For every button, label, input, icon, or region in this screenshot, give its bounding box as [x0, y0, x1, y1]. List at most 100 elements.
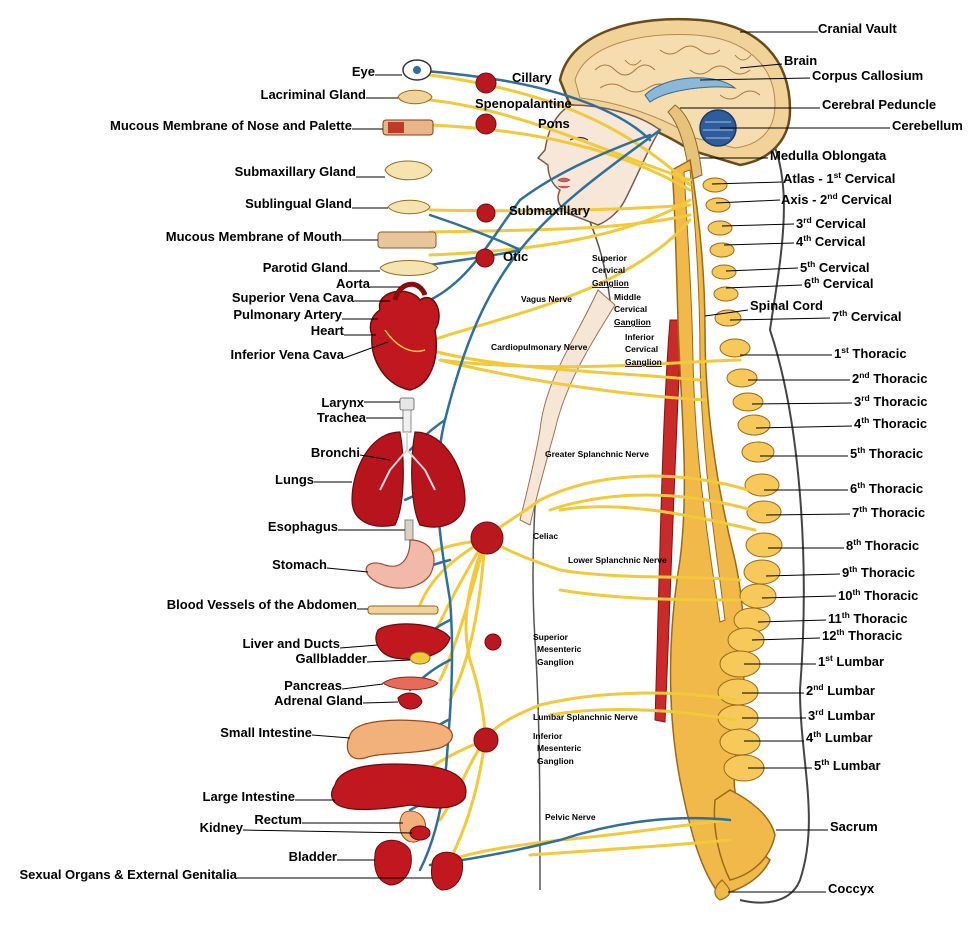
label-l1: 1st Lumbar	[818, 653, 884, 669]
label-sacrum: Sacrum	[830, 819, 878, 834]
label-small-intestine: Small Intestine	[220, 725, 312, 740]
label-t9: 9th Thoracic	[842, 564, 915, 580]
sphenopalatine-ganglion	[475, 113, 497, 135]
sublingual-gland-organ	[387, 199, 431, 215]
label-cranial-vault: Cranial Vault	[818, 21, 897, 36]
pancreas-organ	[382, 676, 439, 691]
label-adrenal-gland: Adrenal Gland	[274, 693, 363, 708]
label-t5: 5th Thoracic	[850, 445, 923, 461]
label-superior-mesenteric-2: Mesenteric	[537, 644, 582, 654]
trachea-organ	[402, 409, 412, 433]
label-inferior-mesenteric-1: Inferior	[533, 731, 563, 741]
esophagus-organ	[404, 519, 414, 541]
label-l3: 3rd Lumbar	[808, 707, 875, 723]
label-kidney: Kidney	[200, 820, 244, 835]
label-t8: 8th Thoracic	[846, 537, 919, 553]
label-middle-cervical-3: Ganglion	[614, 317, 651, 327]
vertebrae	[702, 177, 783, 782]
larynx-organ	[399, 397, 415, 411]
label-corpus-callosium: Corpus Callosium	[812, 68, 923, 83]
label-t4: 4th Thoracic	[854, 415, 927, 431]
mouth-mucosa-organ	[377, 231, 437, 249]
label-cerebral-peduncle: Cerebral Peduncle	[822, 97, 936, 112]
label-inferior-cervical-2: Cervical	[625, 344, 658, 354]
label-inferior-mesenteric-2: Mesenteric	[537, 743, 582, 753]
label-sphenopalatine: Spenopalantine	[475, 96, 572, 111]
label-pulmonary-artery: Pulmonary Artery	[233, 307, 342, 322]
label-trachea: Trachea	[317, 410, 367, 425]
inferior-mesenteric-ganglion	[473, 727, 499, 753]
label-sexual-organs: Sexual Organs & External Genitalia	[20, 867, 238, 882]
small-intestine-organ	[346, 719, 453, 760]
lacrimal-gland-organ	[397, 89, 433, 105]
label-axis-c2: Axis - 2nd Cervical	[781, 191, 892, 207]
label-l2: 2nd Lumbar	[806, 682, 875, 698]
label-heart: Heart	[311, 323, 345, 338]
leader-lines	[237, 31, 890, 893]
label-submaxillary-ganglion: Submaxillary	[509, 203, 591, 218]
ganglia	[470, 72, 504, 753]
label-esophagus: Esophagus	[268, 519, 338, 534]
label-inferior-vena-cava: Inferior Vena Cava	[231, 347, 345, 362]
submaxillary-gland-organ	[384, 160, 433, 181]
abdominal-vessels-organ	[367, 605, 439, 615]
label-aorta: Aorta	[336, 276, 371, 291]
label-pancreas: Pancreas	[284, 678, 342, 693]
cerebellum-texture	[703, 121, 733, 139]
label-middle-cervical-1: Middle	[614, 292, 641, 302]
label-superior-cervical-2: Cervical	[592, 265, 625, 275]
label-t10: 10th Thoracic	[838, 587, 918, 603]
label-lumbar-splanchnic-nerve: Lumbar Splanchnic Nerve	[533, 712, 638, 722]
label-t1: 1st Thoracic	[834, 345, 907, 361]
kidney-organ	[409, 825, 431, 841]
label-superior-mesenteric-1: Superior	[533, 632, 569, 642]
aorta-strip	[654, 319, 683, 723]
label-stomach: Stomach	[272, 557, 327, 572]
bronchi-organ	[379, 432, 436, 491]
middle-labels: Cillary Spenopalantine Pons Submaxillary…	[475, 70, 667, 822]
label-otic: Otic	[503, 249, 528, 264]
brain-folds	[594, 45, 761, 100]
label-atlas-c1: Atlas - 1st Cervical	[783, 170, 895, 186]
liver-organ	[375, 623, 451, 660]
label-brain: Brain	[784, 53, 817, 68]
label-parotid-gland: Parotid Gland	[263, 260, 348, 275]
label-liver-ducts: Liver and Ducts	[242, 636, 340, 651]
otic-ganglion	[475, 248, 495, 268]
label-lower-splanchnic-nerve: Lower Splanchnic Nerve	[568, 555, 667, 565]
label-pons: Pons	[538, 116, 570, 131]
label-greater-splanchnic-nerve: Greater Splanchnic Nerve	[545, 449, 649, 459]
sacrum	[713, 789, 776, 881]
bladder-organ	[374, 840, 412, 886]
label-l5: 5th Lumbar	[814, 757, 881, 773]
corpus-callosum	[644, 77, 737, 103]
submaxillary-ganglion	[476, 203, 496, 223]
label-t6: 6th Thoracic	[850, 480, 923, 496]
label-bladder: Bladder	[289, 849, 337, 864]
label-c6: 6th Cervical	[804, 275, 873, 291]
label-ciliary: Cillary	[512, 70, 553, 85]
label-coccyx: Coccyx	[828, 881, 875, 896]
label-superior-cervical-3: Ganglion	[592, 278, 629, 288]
label-t12: 12th Thoracic	[822, 627, 902, 643]
label-c7: 7th Cervical	[832, 308, 901, 324]
label-submaxillary-gland: Submaxillary Gland	[235, 164, 356, 179]
label-sublingual-gland: Sublingual Gland	[245, 196, 352, 211]
superior-mesenteric-ganglion	[484, 633, 502, 651]
throat-tube	[519, 289, 616, 526]
spinal-cord	[683, 169, 726, 623]
label-t3: 3rd Thoracic	[854, 393, 928, 409]
right-labels: Cranial Vault Brain Corpus Callosium Cer…	[750, 21, 963, 896]
label-celiac: Celiac	[533, 531, 558, 541]
label-gallbladder: Gallbladder	[295, 651, 367, 666]
label-l4: 4th Lumbar	[806, 729, 873, 745]
genitalia-organ	[431, 851, 464, 891]
label-t11: 11th Thoracic	[828, 610, 908, 626]
label-inferior-mesenteric-3: Ganglion	[537, 756, 574, 766]
label-superior-mesenteric-3: Ganglion	[537, 657, 574, 667]
left-labels: Eye Lacriminal Gland Mucous Membrane of …	[20, 64, 375, 882]
stomach-organ	[365, 539, 435, 589]
label-pelvic-nerve: Pelvic Nerve	[545, 812, 596, 822]
